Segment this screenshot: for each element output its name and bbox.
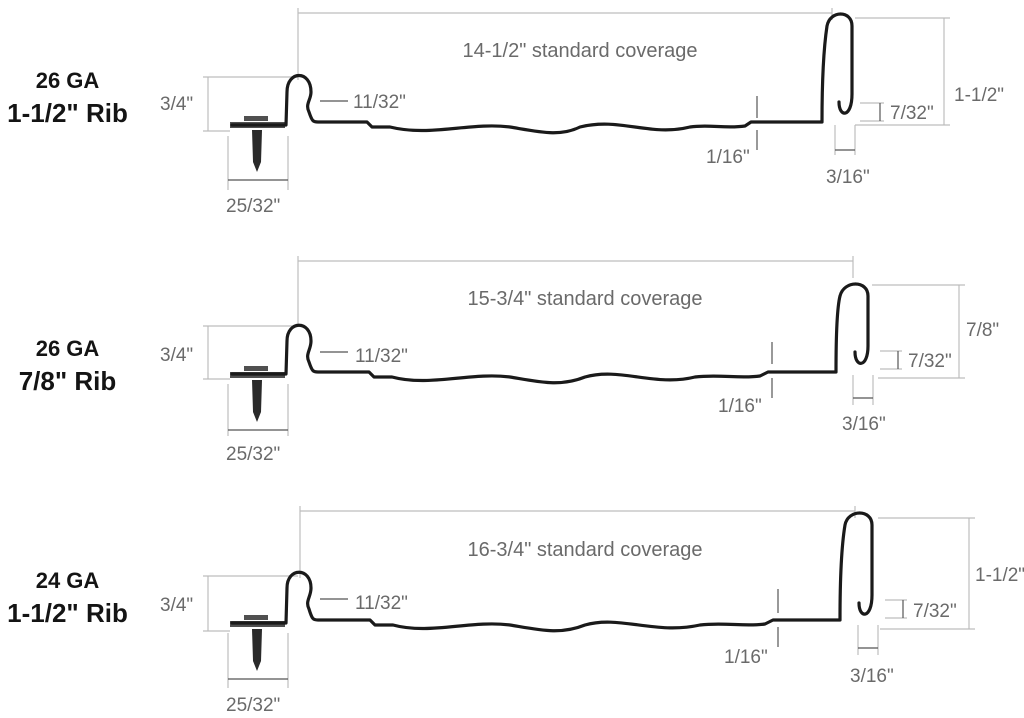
- screw-head-icon: [244, 366, 268, 371]
- step-label: 1/16": [718, 396, 762, 417]
- clip-width-label: 25/32": [226, 695, 280, 716]
- screw-icon: [252, 629, 262, 671]
- panel-title: 24 GA 1-1/2" Rib: [0, 568, 135, 629]
- screw-head-icon: [244, 615, 268, 620]
- panel-title: 26 GA 7/8" Rib: [0, 336, 135, 397]
- rib-height-label: 1-1/2": [954, 85, 1004, 106]
- gauge-label: 24 GA: [35, 568, 100, 593]
- rib-label: 1-1/2" Rib: [7, 598, 128, 629]
- profile-drawing: 15-3/4" standard coverage 3/4" 7/8" 11/3…: [160, 256, 999, 465]
- panel-26ga-1-1-2-rib: 26 GA 1-1/2" Rib 14-1/2" standard covera…: [0, 0, 1024, 238]
- hook-width-label: 3/16": [842, 414, 886, 435]
- seam-gap-label: 11/32": [355, 346, 408, 367]
- panel-24ga-1-1-2-rib: 24 GA 1-1/2" Rib 16-3/4" standard covera…: [0, 483, 1024, 718]
- profile-drawing: 16-3/4" standard coverage 3/4" 1-1/2" 11…: [160, 506, 1024, 716]
- hook-width-label: 3/16": [826, 167, 870, 188]
- panel-profile: [230, 511, 874, 633]
- rib-label: 1-1/2" Rib: [7, 98, 128, 129]
- step-label: 1/16": [724, 647, 768, 668]
- clip-width-label: 25/32": [226, 196, 280, 217]
- left-height-label: 3/4": [160, 595, 193, 616]
- gauge-label: 26 GA: [35, 336, 100, 361]
- clip-width-label: 25/32": [226, 444, 280, 465]
- panel-26ga-7-8-rib: 26 GA 7/8" Rib 15-3/4" standard coverage…: [0, 238, 1024, 483]
- rib-height-label: 7/8": [966, 320, 999, 341]
- panel-profile: [230, 12, 854, 135]
- coverage-label: 14-1/2" standard coverage: [462, 40, 697, 62]
- gauge-label: 26 GA: [35, 68, 100, 93]
- hook-height-label: 7/32": [913, 601, 957, 622]
- coverage-label: 16-3/4" standard coverage: [467, 539, 702, 561]
- panel-profile: [230, 282, 870, 385]
- seam-gap-label: 11/32": [355, 593, 408, 614]
- hook-height-label: 7/32": [908, 351, 952, 372]
- screw-icon: [252, 380, 262, 422]
- screw-icon: [252, 130, 262, 172]
- left-height-label: 3/4": [160, 94, 193, 115]
- screw-head-icon: [244, 116, 268, 121]
- rib-height-label: 1-1/2": [975, 565, 1024, 586]
- rib-label: 7/8" Rib: [18, 366, 117, 397]
- left-height-label: 3/4": [160, 345, 193, 366]
- panel-title: 26 GA 1-1/2" Rib: [0, 68, 135, 129]
- profile-drawing: 14-1/2" standard coverage 3/4" 1-1/2" 11…: [160, 8, 1004, 217]
- seam-gap-label: 11/32": [353, 92, 406, 113]
- hook-height-label: 7/32": [890, 103, 934, 124]
- step-label: 1/16": [706, 147, 750, 168]
- coverage-label: 15-3/4" standard coverage: [467, 288, 702, 310]
- hook-width-label: 3/16": [850, 666, 894, 687]
